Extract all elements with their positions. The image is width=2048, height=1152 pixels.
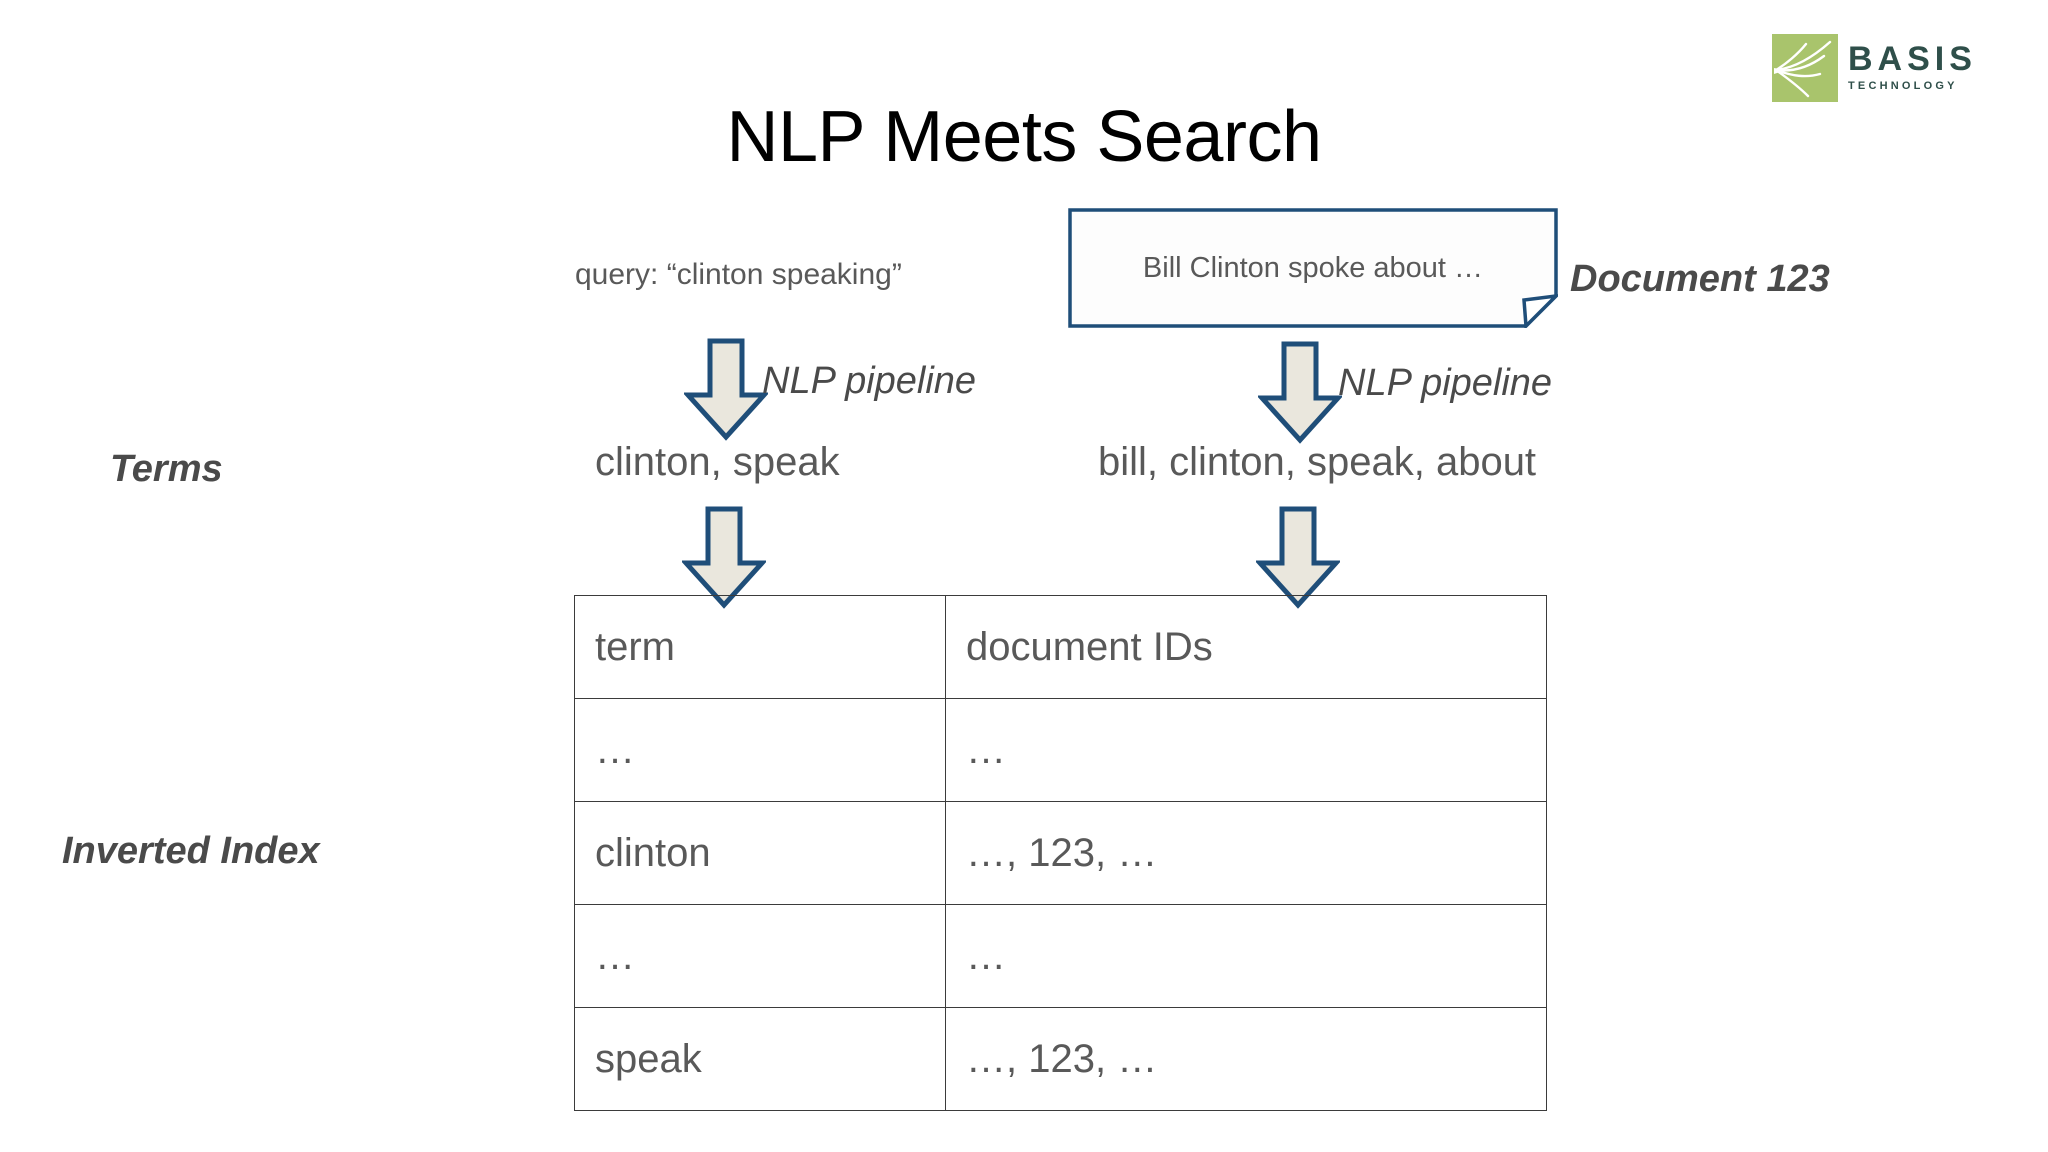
document-id-label: Document 123 xyxy=(1570,258,1830,300)
cell-document-ids: … xyxy=(945,698,1547,802)
pipeline-label-right: NLP pipeline xyxy=(1338,362,1553,404)
bamboo-leaf-icon xyxy=(1772,34,1838,102)
cell-document-ids: …, 123, … xyxy=(945,1007,1547,1111)
logo-subtitle: TECHNOLOGY xyxy=(1848,80,1958,92)
basis-technology-logo: BASIS TECHNOLOGY xyxy=(1772,34,1976,102)
column-header-term: term xyxy=(574,595,946,699)
table-row: speak …, 123, … xyxy=(574,1007,1547,1111)
query-terms-text: clinton, speak xyxy=(595,440,840,484)
cell-document-ids: … xyxy=(945,904,1547,1008)
table-body: term document IDs … … clinton …, 123, … … xyxy=(574,595,1547,1111)
down-arrow-icon-query-pipeline xyxy=(684,338,768,441)
table-header-row: term document IDs xyxy=(574,595,1547,699)
logo-wordmark: BASIS TECHNOLOGY xyxy=(1848,42,1978,92)
down-arrow-icon-query-to-index xyxy=(682,506,766,609)
down-arrow-icon-document-pipeline xyxy=(1258,341,1342,444)
cell-term: … xyxy=(574,904,946,1008)
pipeline-label-left: NLP pipeline xyxy=(762,360,977,402)
document-outline-icon xyxy=(1068,208,1558,328)
document-terms-text: bill, clinton, speak, about xyxy=(1098,440,1537,484)
cell-term: speak xyxy=(574,1007,946,1111)
table-row: … … xyxy=(574,904,1547,1008)
table-row: clinton …, 123, … xyxy=(574,801,1547,905)
cell-term: clinton xyxy=(574,801,946,905)
logo-name: BASIS xyxy=(1848,40,1977,78)
document-body-text: Bill Clinton spoke about … xyxy=(1142,251,1484,284)
table-row: … … xyxy=(574,698,1547,802)
row-label-terms: Terms xyxy=(110,448,223,490)
query-label: query: “clinton speaking” xyxy=(575,258,902,291)
cell-term: … xyxy=(574,698,946,802)
row-label-inverted-index: Inverted Index xyxy=(62,830,320,872)
down-arrow-icon-document-to-index xyxy=(1256,506,1340,609)
page-title: NLP Meets Search xyxy=(726,97,1322,177)
inverted-index-table: term document IDs … … clinton …, 123, … … xyxy=(574,595,1547,1111)
document-shape: Bill Clinton spoke about … xyxy=(1068,208,1558,328)
column-header-document-ids: document IDs xyxy=(945,595,1547,699)
cell-document-ids: …, 123, … xyxy=(945,801,1547,905)
